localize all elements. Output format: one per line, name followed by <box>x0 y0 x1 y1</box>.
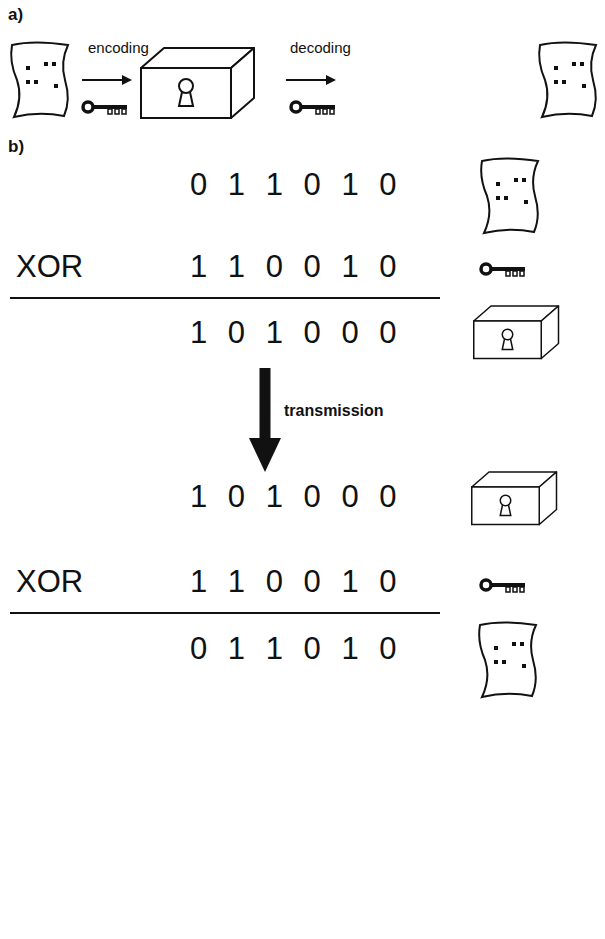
bit-string: 1 1 0 0 1 0 <box>190 250 397 284</box>
bit-string: 1 1 0 0 1 0 <box>190 565 397 599</box>
part-letter: b) <box>8 138 24 157</box>
bit-string: 0 1 1 0 1 0 <box>190 168 397 202</box>
arrow-label: encoding <box>88 40 149 57</box>
arrow-label: transmission <box>284 402 384 420</box>
bit-string: 1 0 1 0 0 0 <box>190 480 397 514</box>
part-letter: a) <box>8 6 23 25</box>
operator-label: XOR <box>16 250 83 284</box>
operator-label: XOR <box>16 565 83 599</box>
arrow-label: decoding <box>290 40 351 57</box>
bit-string: 1 0 1 0 0 0 <box>190 316 397 350</box>
bit-string: 0 1 1 0 1 0 <box>190 632 397 666</box>
